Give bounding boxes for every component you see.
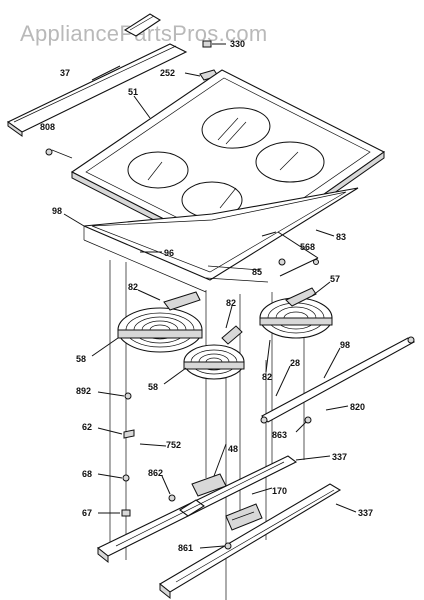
callout-252: 252 (160, 68, 175, 78)
support-bracket-85 (205, 231, 319, 283)
callout-68: 68 (82, 469, 92, 479)
callout-752: 752 (166, 440, 181, 450)
surface-element-right-57 (259, 287, 333, 339)
callout-57: 57 (330, 274, 340, 284)
leader-83 (315, 229, 335, 237)
leader-82a (137, 289, 161, 301)
callout-337b: 337 (358, 508, 373, 518)
callout-892: 892 (76, 386, 91, 396)
screw-863 (295, 416, 312, 433)
callout-808: 808 (40, 122, 55, 132)
top-bracket (123, 13, 162, 37)
callout-83: 83 (336, 232, 346, 242)
callout-98a: 98 (52, 206, 62, 216)
callout-51: 51 (128, 87, 138, 97)
leader-28 (275, 365, 291, 397)
callout-861: 861 (178, 543, 193, 553)
leader-820 (325, 405, 349, 411)
callout-82a: 82 (128, 282, 138, 292)
hinge-rod-98 (260, 336, 416, 424)
screw-330 (202, 40, 226, 48)
screw-808 (45, 148, 73, 159)
screw-862 (161, 475, 176, 502)
leader-752 (139, 443, 167, 447)
callout-62: 62 (82, 422, 92, 432)
callout-82c: 82 (262, 372, 272, 382)
mounting-rail-337-lower (159, 483, 342, 600)
callout-96: 96 (164, 248, 174, 258)
leader-58b (163, 367, 187, 385)
callout-337a: 337 (332, 452, 347, 462)
callout-863: 863 (272, 430, 287, 440)
screw-861 (199, 542, 232, 550)
callout-98b: 98 (340, 340, 350, 350)
callout-330: 330 (230, 39, 245, 49)
callout-28: 28 (290, 358, 300, 368)
leader-98b (323, 347, 341, 379)
surface-element-middle (183, 325, 245, 380)
callout-170: 170 (272, 486, 287, 496)
callout-862: 862 (148, 468, 163, 478)
leader-170 (251, 487, 273, 495)
callout-37: 37 (60, 68, 70, 78)
callout-82b: 82 (226, 298, 236, 308)
leader-57 (311, 281, 331, 297)
leader-51 (133, 95, 151, 119)
callout-67: 67 (82, 508, 92, 518)
surface-element-left (117, 291, 203, 353)
trim-strip-37 (6, 43, 188, 137)
block-48 (191, 443, 227, 497)
leader-337a (295, 455, 331, 461)
screw-68 (97, 473, 130, 482)
junction-block (225, 503, 263, 531)
burner-box-frame-98 (83, 187, 359, 293)
clip-62 (97, 427, 135, 439)
callout-568: 568 (300, 242, 315, 252)
callout-48: 48 (228, 444, 238, 454)
leader-98a (63, 213, 85, 227)
callout-820: 820 (350, 402, 365, 412)
leader-82b (225, 305, 233, 329)
leader-337b (335, 503, 357, 513)
leader-82c (265, 339, 271, 373)
callout-58a: 58 (76, 354, 86, 364)
screw-892 (97, 391, 132, 400)
callout-85: 85 (252, 267, 262, 277)
callout-58b: 58 (148, 382, 158, 392)
leader-58a (91, 337, 119, 357)
grommet-67 (98, 509, 131, 517)
